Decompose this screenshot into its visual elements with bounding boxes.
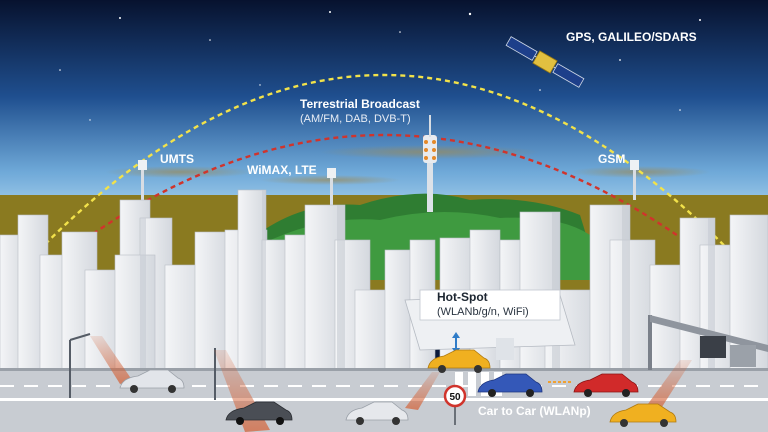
umts-label: UMTS	[160, 152, 194, 166]
hotspot-station	[404, 289, 576, 360]
car-icon	[345, 401, 409, 425]
hotspot-title: Hot-Spot	[437, 290, 488, 304]
cell-tower-icon	[630, 160, 639, 200]
car-icon	[609, 403, 677, 427]
beam-lamp-left	[69, 333, 132, 398]
cell-tower-icon	[327, 168, 336, 208]
car-icon	[225, 401, 293, 425]
wimax-lte-label: WiMAX, LTE	[247, 163, 317, 177]
gps-coverage-arc	[1, 73, 767, 291]
car-icon	[119, 369, 185, 393]
speed-limit-sign-icon: 50	[443, 384, 467, 425]
terrestrial-broadcast-title: Terrestrial Broadcast	[300, 97, 420, 111]
speed-limit-value: 50	[449, 392, 461, 403]
gsm-label: GSM	[598, 152, 626, 166]
overhead-gantry	[648, 315, 768, 370]
beam-sign	[405, 372, 440, 410]
beam-gantry	[645, 360, 692, 410]
car-to-car-label: Car to Car (WLANp)	[478, 404, 591, 418]
stars	[59, 11, 701, 121]
car-icon	[573, 373, 639, 397]
gps-label: GPS, GALILEO/SDARS	[566, 30, 697, 44]
car-icon	[427, 349, 491, 373]
terrestrial-broadcast-subtitle: (AM/FM, DAB, DVB-T)	[300, 113, 411, 125]
car-icon	[477, 373, 543, 397]
satellite-icon	[505, 36, 585, 88]
broadcast-coverage-arc	[7, 133, 761, 301]
broadcast-tower-icon	[423, 115, 437, 212]
hotspot-subtitle: (WLANb/g/n, WiFi)	[437, 306, 529, 318]
cell-tower-icon	[138, 160, 147, 200]
